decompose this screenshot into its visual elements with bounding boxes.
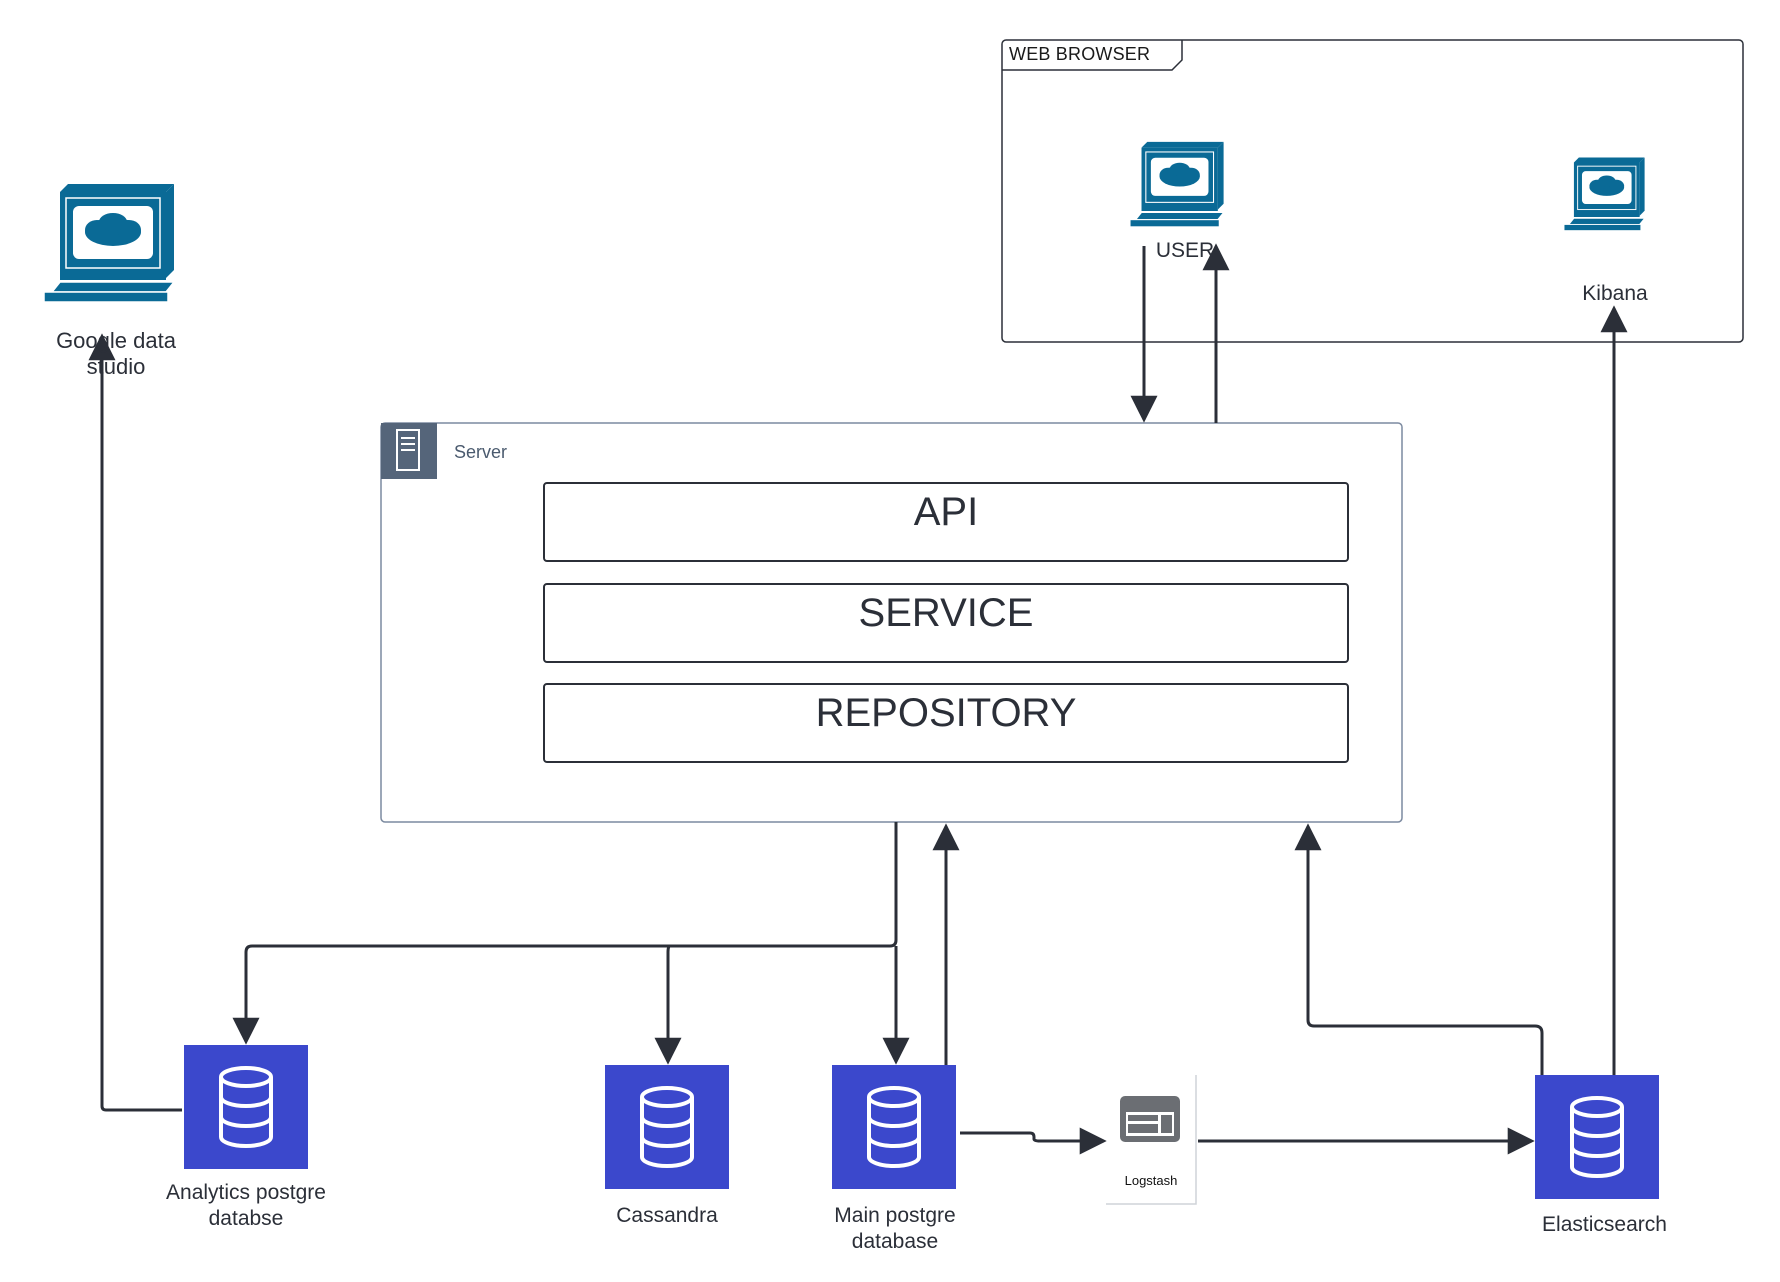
elasticsearch-db-icon[interactable] [1533,1073,1661,1201]
edge-server-to-analytics [232,822,898,1045]
connectors [88,243,1628,1155]
main-db-icon[interactable] [830,1063,958,1191]
google-data-studio-label: Google data studio [56,328,176,379]
cassandra-db-icon[interactable] [603,1063,731,1191]
google-data-studio-computer-icon[interactable] [43,183,175,303]
api-layer[interactable]: API [543,482,1349,562]
edge-main-to-logstash [960,1127,1107,1155]
repository-layer[interactable]: REPOSITORY [543,683,1349,763]
web-browser-title: WEB BROWSER [1009,44,1151,64]
kibana-computer-icon[interactable] [1563,157,1646,232]
edge-analytics-to-google [88,333,182,1112]
edge-elastic-to-server [1294,823,1544,1075]
edge-server-to-cassandra [654,944,682,1065]
elasticsearch-label: Elasticsearch [1542,1213,1667,1236]
cassandra-label: Cassandra [616,1204,718,1227]
service-layer[interactable]: SERVICE [543,583,1349,663]
logstash-node[interactable] [1106,1075,1197,1205]
analytics-db-icon[interactable] [182,1043,310,1171]
logstash-label: Logstash [1124,1173,1178,1188]
server-frame [380,422,1403,823]
user-label: USER [1155,239,1215,262]
user-computer-icon[interactable] [1129,141,1225,228]
main-db-label: Main postgre database [834,1204,956,1253]
kibana-label: Kibana [1582,282,1648,305]
analytics-db-label: Analytics postgre databse [166,1181,326,1230]
server-title: Server [454,442,508,462]
web-browser-frame [1001,39,1744,343]
